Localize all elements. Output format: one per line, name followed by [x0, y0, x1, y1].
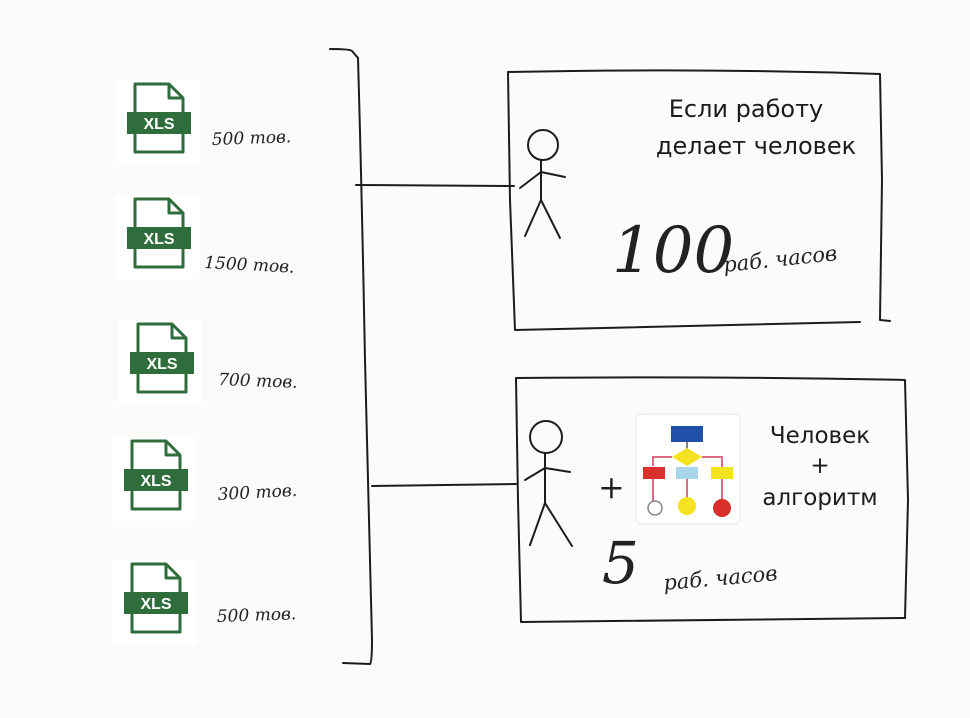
manual-title-line2: делает человек: [656, 132, 856, 160]
automated-title-line3: алгоритм: [762, 485, 877, 511]
xls-file-icon: XLS: [127, 82, 191, 154]
file-list: XLS 500 тов. XLS 1500 тов. XLS 700 тов. XLS 300…: [112, 80, 298, 644]
stick-figure-icon: [519, 129, 566, 239]
plus-sign: +: [598, 468, 625, 506]
file-count-label: 1500 тов.: [204, 253, 295, 278]
xls-badge-label: XLS: [146, 356, 177, 373]
automated-panel: + Человек + алгоритм 5 раб. часов: [515, 376, 909, 623]
file-item: XLS 500 тов.: [115, 80, 292, 164]
automated-hours-value: 5: [602, 529, 639, 597]
file-item: XLS 1500 тов.: [115, 195, 295, 279]
xls-file-icon: XLS: [124, 562, 188, 634]
file-count-label: 300 тов.: [217, 481, 297, 505]
xls-file-icon: XLS: [127, 197, 191, 269]
xls-file-icon: XLS: [124, 439, 188, 511]
stick-figure-icon: [524, 420, 573, 547]
xls-badge-label: XLS: [143, 231, 174, 248]
bracket: [329, 48, 517, 665]
xls-badge-label: XLS: [143, 116, 174, 133]
manual-title-line1: Если работу: [669, 95, 824, 123]
file-count-label: 500 тов.: [216, 604, 296, 627]
file-item: XLS 700 тов.: [118, 320, 298, 404]
file-item: XLS 300 тов.: [112, 437, 298, 521]
connector-manual: [355, 184, 515, 187]
manual-panel: Если работу делает человек 100 раб. часо…: [507, 69, 891, 331]
flowchart-icon: [635, 413, 741, 525]
manual-hours-unit: раб. часов: [722, 241, 838, 277]
xls-file-icon: XLS: [130, 322, 194, 394]
file-count-label: 700 тов.: [218, 370, 298, 393]
file-item: XLS 500 тов.: [112, 560, 297, 644]
manual-hours-value: 100: [612, 214, 734, 288]
automated-hours-unit: раб. часов: [662, 561, 778, 595]
automated-title-line2: +: [810, 453, 829, 479]
xls-badge-label: XLS: [140, 473, 171, 490]
xls-badge-label: XLS: [140, 596, 171, 613]
file-count-label: 500 тов.: [211, 127, 291, 150]
automated-title-line1: Человек: [770, 423, 870, 449]
connector-automated: [371, 483, 517, 487]
